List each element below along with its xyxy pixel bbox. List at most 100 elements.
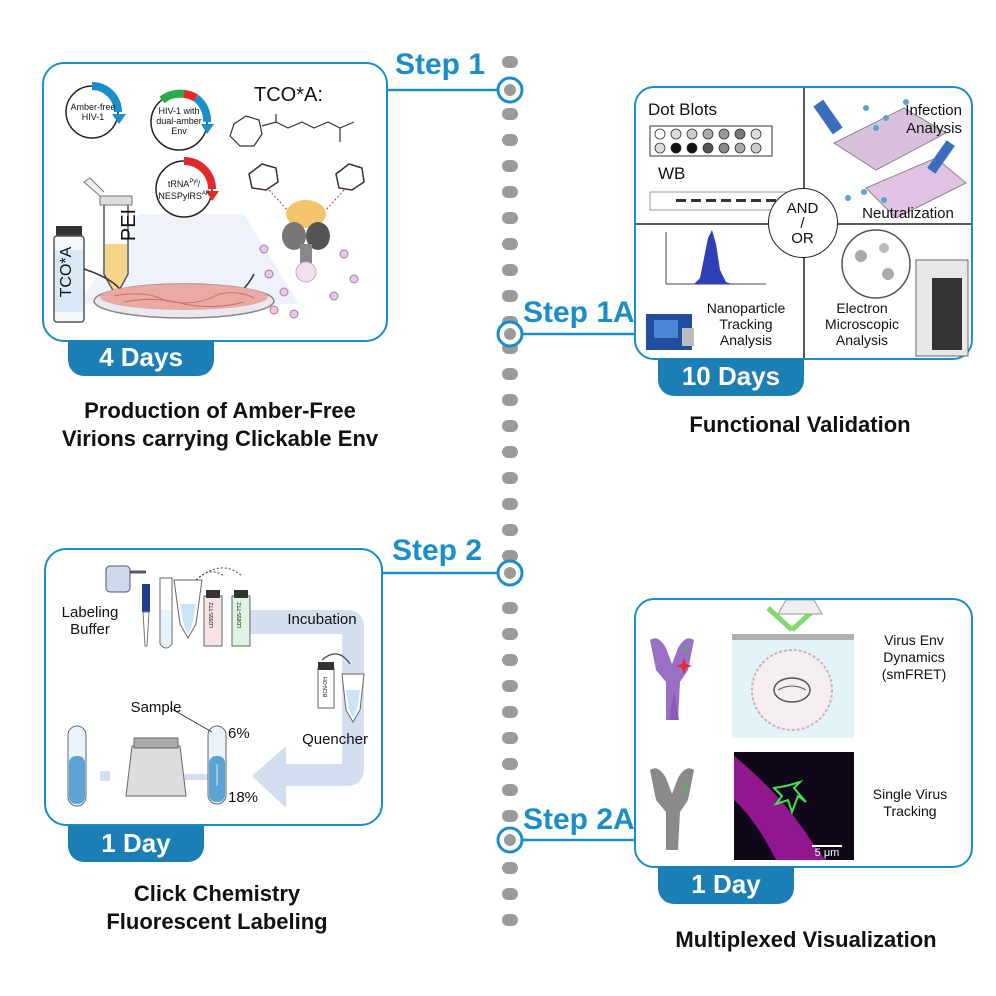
pei-tube-icon: [83, 177, 133, 298]
labeling-illustration: [67, 565, 365, 808]
em-sample-icon: [841, 229, 911, 299]
labeling-duration: 1 Day: [68, 826, 204, 862]
plasmid3-label: tRNAPyl/NESPylRSAF: [158, 179, 210, 201]
virus-flake: [903, 99, 909, 105]
and-label: AND: [786, 200, 819, 217]
petri-dish-icon: [93, 283, 275, 319]
timeline-dot: [502, 628, 518, 640]
virion: [269, 305, 279, 315]
tco-vial-label: TCO*A: [58, 246, 75, 298]
blot-dot: [734, 142, 746, 154]
plasmid-trna-icon: [155, 157, 219, 218]
blot-dot: [718, 142, 730, 154]
virion-cluster: [259, 244, 359, 319]
timeline-dot: [502, 186, 518, 198]
timeline-dot: [502, 56, 518, 68]
timeline-dot: [502, 264, 518, 276]
centrifuge-icon: [125, 737, 187, 797]
timeline-dot: [502, 784, 518, 796]
timeline-dot: [502, 238, 518, 250]
microscope-icon: [915, 259, 969, 357]
plasmid-dual-amber-icon: [150, 89, 214, 151]
quencher-label: Quencher: [302, 731, 368, 748]
timeline-dot: [502, 550, 518, 562]
wb-band: [691, 199, 701, 202]
visualization-illustration: [650, 600, 854, 860]
visualization-duration: 1 Day: [658, 866, 794, 904]
blot-dot: [702, 128, 714, 140]
timeline-dot: [502, 888, 518, 900]
dye-555-label: LD555-TTZ: [209, 602, 215, 628]
step1a-label: Step 1A: [523, 296, 635, 329]
timeline-dot: [502, 368, 518, 380]
wb-label: WB: [658, 164, 686, 183]
sample-label: Sample: [130, 699, 182, 716]
gradient-tube-icon: [207, 725, 227, 805]
quencher-vial-label: BCN-OH: [323, 677, 329, 697]
blot-dot: [670, 142, 682, 154]
step2a-label: Step 2A: [523, 803, 635, 836]
tco-structure-icon: [229, 114, 355, 147]
and-or-badge: AND / OR: [768, 188, 838, 258]
timeline-dot: [502, 758, 518, 770]
virus-flakes-icon: [845, 99, 909, 203]
timeline-dot: [502, 524, 518, 536]
tracking-image-icon: [734, 752, 854, 860]
blot-dot: [702, 142, 714, 154]
dot-blot-icon: [649, 125, 773, 157]
neutralization-label: Neutralization: [862, 205, 954, 222]
timeline-dot: [502, 706, 518, 718]
tco-title: TCO*A:: [254, 84, 323, 106]
production-illustration: [53, 82, 365, 323]
dot-blots-label: Dot Blots: [648, 100, 717, 119]
timeline-dot: [502, 810, 518, 822]
mix-tube-icon: [173, 567, 243, 640]
wb-band: [766, 199, 776, 202]
process-arrow-icon: [242, 610, 364, 808]
pei-label: PEI: [118, 208, 140, 242]
timeline-dot: [502, 446, 518, 458]
timeline-dot: [502, 498, 518, 510]
validation-duration: 10 Days: [658, 358, 804, 396]
timeline-dot: [502, 394, 518, 406]
sample-pointer: [169, 707, 213, 733]
blot-dot: [686, 142, 698, 154]
timeline-dots: [502, 56, 518, 926]
green-star-icon: [682, 645, 690, 653]
incubation-label: Incubation: [287, 611, 357, 628]
timeline-dot: [502, 472, 518, 484]
timeline-dot: [502, 680, 518, 692]
virus-flake: [845, 195, 851, 201]
blot-dot: [686, 128, 698, 140]
step1-label: Step 1: [395, 48, 486, 81]
timeline-dot: [502, 108, 518, 120]
blot-dot: [654, 142, 666, 154]
smfret-virion-icon: [732, 600, 854, 738]
blot-dot: [654, 128, 666, 140]
wb-band: [706, 199, 716, 202]
virion: [349, 274, 359, 284]
blot-dot: [718, 128, 730, 140]
timeline-dot: [502, 134, 518, 146]
timeline-dot: [502, 862, 518, 874]
blot-dot: [750, 142, 762, 154]
virion: [264, 269, 274, 279]
timeline-dot: [502, 212, 518, 224]
gradient-bottom-label: 18%: [228, 789, 259, 806]
red-star-icon: [676, 658, 692, 674]
wb-band: [736, 199, 746, 202]
buffer-tube-icon: [159, 577, 173, 649]
wb-band: [721, 199, 731, 202]
dye-tube-655-icon: [231, 590, 251, 647]
